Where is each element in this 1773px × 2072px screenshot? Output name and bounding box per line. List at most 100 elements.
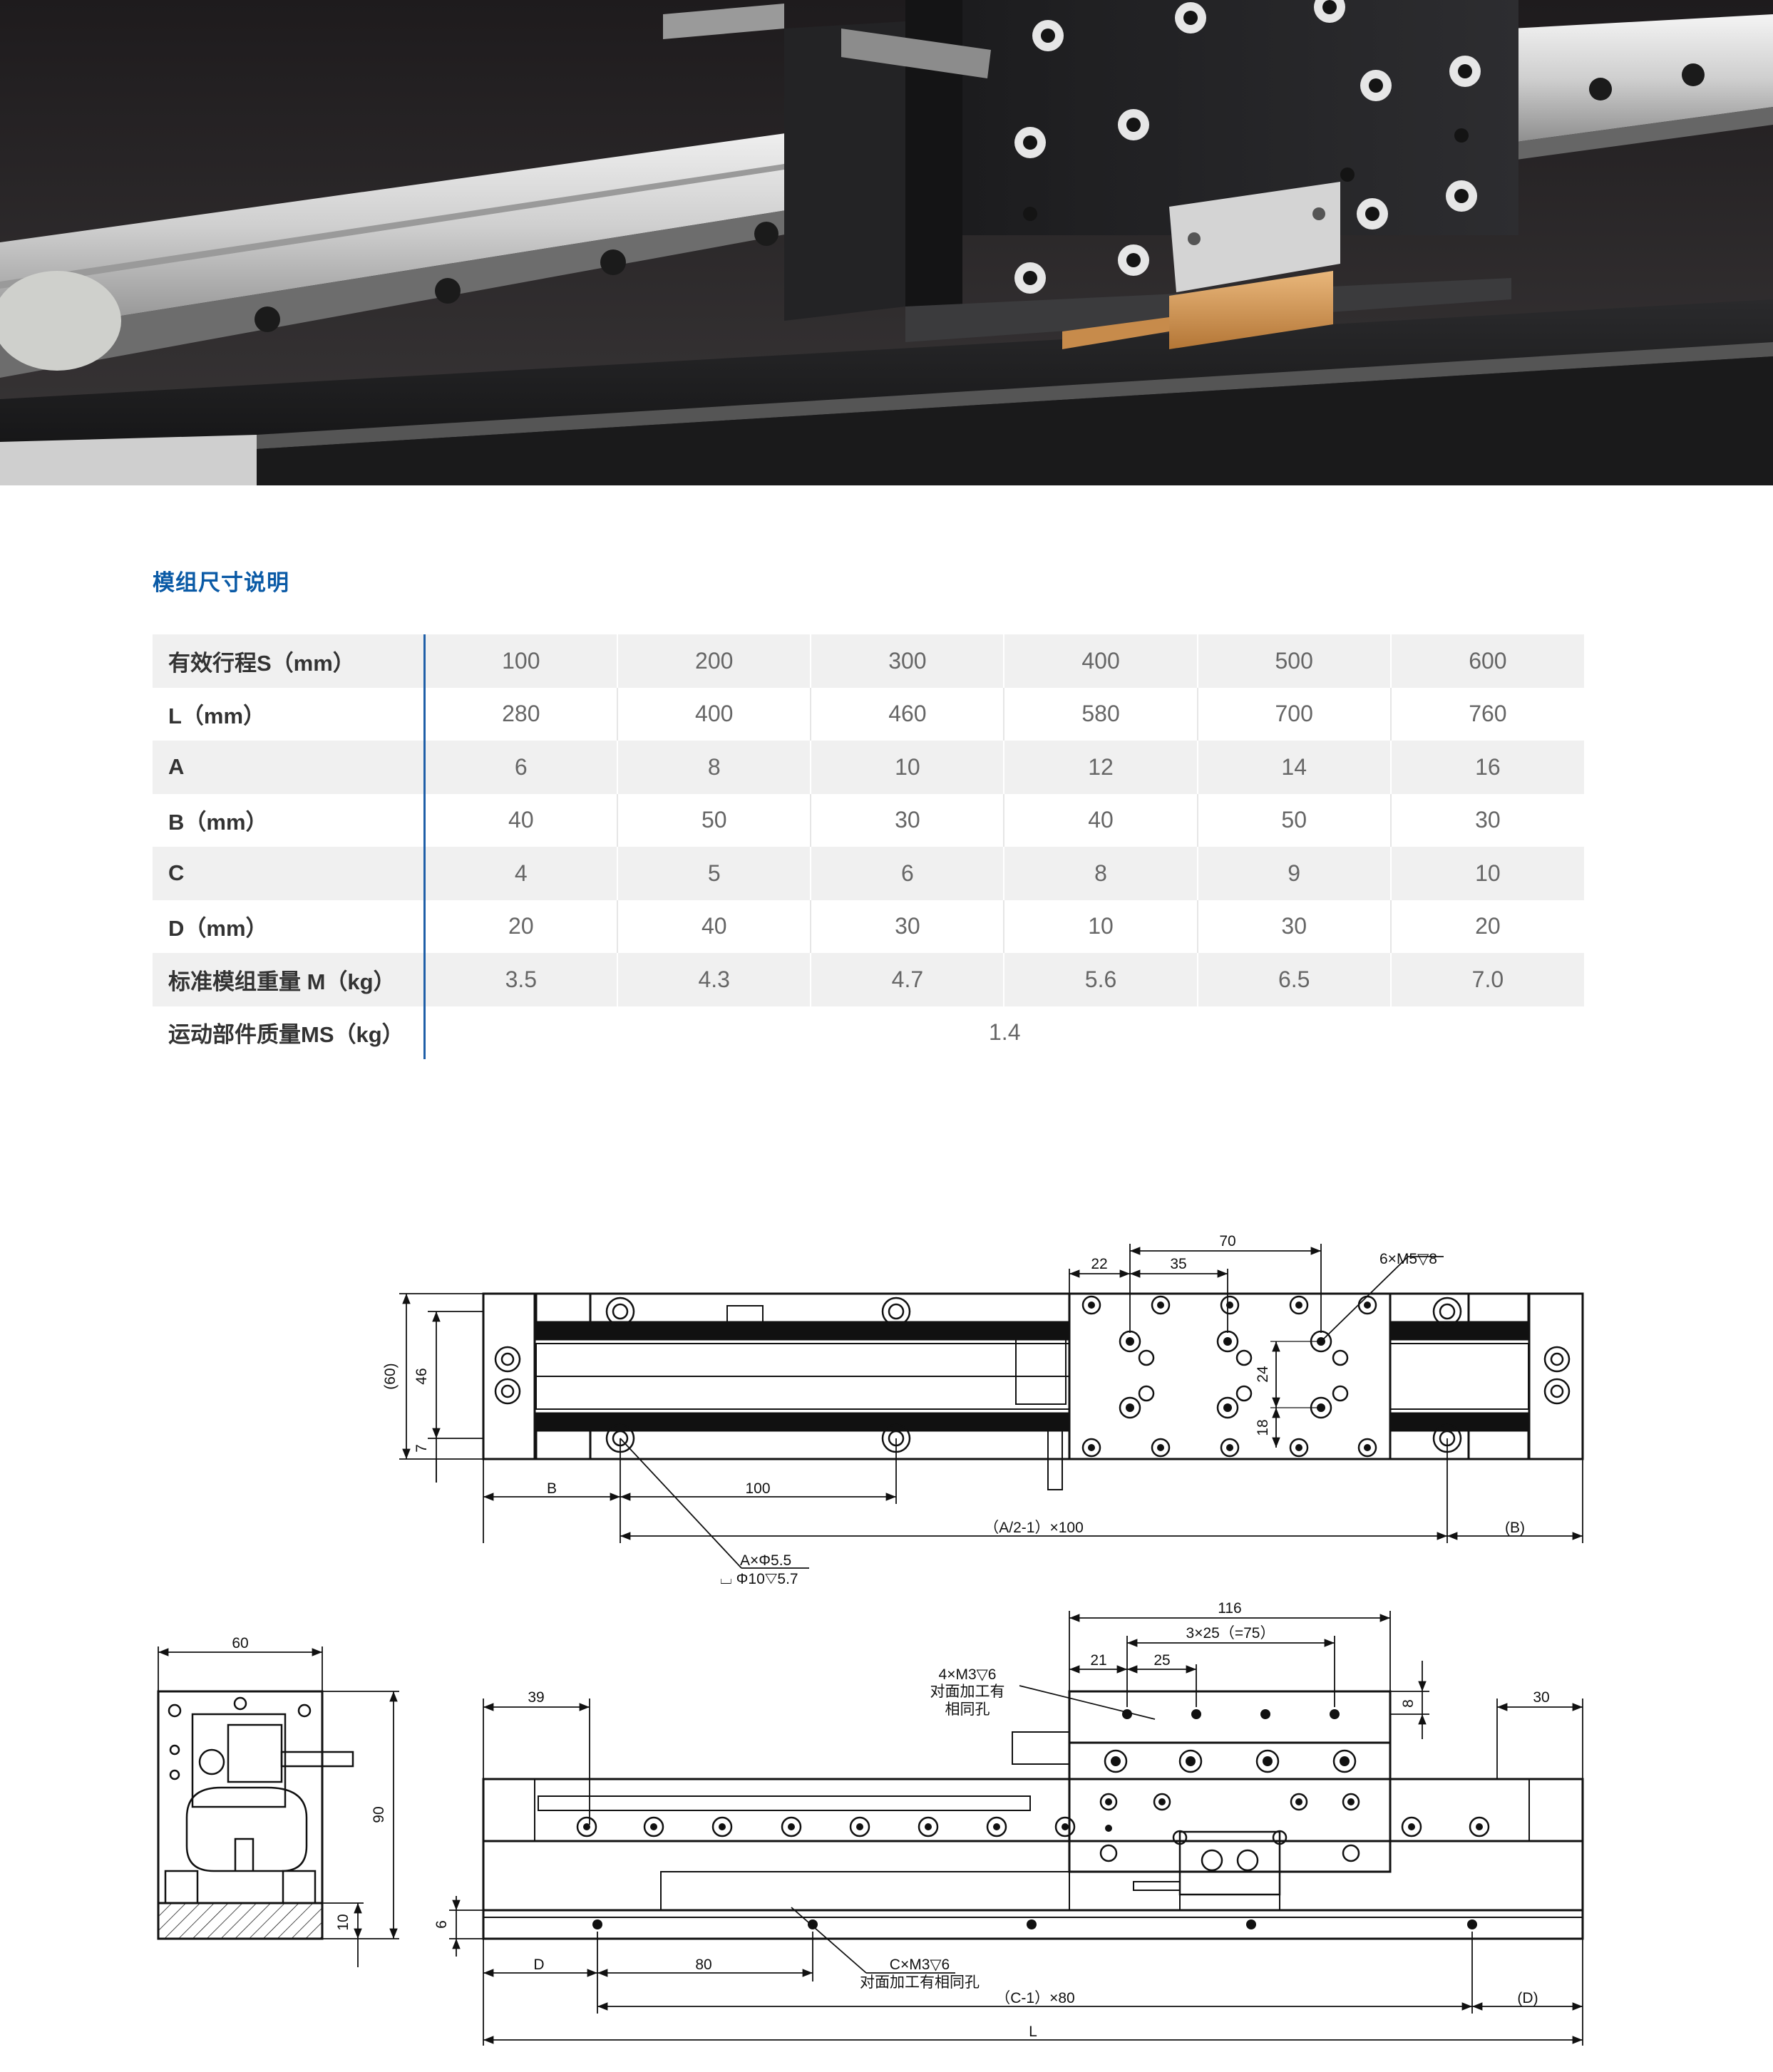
- row-header: B（mm）: [153, 793, 426, 847]
- dim-116: 116: [1218, 1600, 1241, 1617]
- row-header: A: [153, 741, 426, 794]
- table-cell: 40: [423, 793, 618, 847]
- dim-c1: （C-1）×80: [995, 1990, 1074, 2006]
- table-cell: 12: [1003, 741, 1198, 794]
- dim-6m5: 6×M5▽8: [1379, 1251, 1437, 1267]
- table-cell: 30: [810, 900, 1004, 953]
- table-row: D（mm） 20 40 30 10 30 20: [153, 900, 1584, 953]
- table-cell: 5: [617, 847, 811, 900]
- dim-35: 35: [1170, 1256, 1186, 1272]
- row-header: 标准模组重量 M（kg）: [153, 953, 426, 1006]
- dim-6: 6: [433, 1920, 450, 1929]
- dim-cm3: C×M3▽6: [890, 1957, 950, 1973]
- dim-60-paren: (60): [382, 1363, 399, 1389]
- table-cell: 300: [810, 634, 1004, 688]
- note-4m3-line2: 相同孔: [945, 1701, 990, 1718]
- dim-8: 8: [1400, 1699, 1417, 1708]
- table-cell: 50: [1196, 793, 1391, 847]
- table-cell: 200: [617, 634, 811, 688]
- dim-d-paren: (D): [1517, 1990, 1538, 2006]
- table-cell: 30: [1196, 900, 1391, 953]
- side-view-labels: 116 3×25（=75） 21 25 4×M3▽6 对面加工有 相同孔 8 3…: [433, 1600, 1550, 2040]
- table-row: L（mm） 280 400 460 580 700 760: [153, 687, 1584, 741]
- table-cell: 100: [423, 634, 618, 688]
- table-cell: 8: [1003, 847, 1198, 900]
- table-cell: 10: [1003, 900, 1198, 953]
- dim-22: 22: [1091, 1256, 1107, 1272]
- table-cell: 6: [810, 847, 1004, 900]
- dim-30: 30: [1533, 1689, 1549, 1706]
- dim-90: 90: [371, 1806, 387, 1823]
- table-cell-span: 1.4: [989, 1019, 1021, 1046]
- table-cell: 280: [423, 687, 618, 741]
- note-cm3: 对面加工有相同孔: [860, 1974, 980, 1991]
- table-cell: 20: [423, 900, 618, 953]
- table-cell: 4: [423, 847, 618, 900]
- dim-7: 7: [413, 1444, 430, 1453]
- spec-table: 有效行程S（mm） 100 200 300 400 500 600 L（mm） …: [153, 634, 1584, 1059]
- dim-39: 39: [528, 1689, 544, 1706]
- dim-24: 24: [1255, 1366, 1271, 1383]
- dim-3x25: 3×25（=75）: [1186, 1625, 1275, 1641]
- dim-10: 10: [335, 1914, 351, 1930]
- dim-4m3: 4×M3▽6: [939, 1666, 997, 1683]
- table-cell: 500: [1196, 634, 1391, 688]
- table-cell: 16: [1389, 741, 1584, 794]
- dim-18: 18: [1255, 1419, 1271, 1436]
- table-cell: 7.0: [1389, 953, 1584, 1006]
- row-header: 有效行程S（mm）: [153, 634, 426, 688]
- table-cell: 10: [810, 741, 1004, 794]
- section-title: 模组尺寸说明: [153, 570, 289, 595]
- table-cell: 40: [617, 900, 811, 953]
- top-view-labels: 70 22 35 6×M5▽8 (60) 46 7 24 18 B 100 （A…: [382, 1233, 1525, 1587]
- row-header: L（mm）: [153, 687, 426, 741]
- row-header: 运动部件质量MS（kg）: [153, 1006, 426, 1059]
- linear-module-render: [0, 0, 1773, 485]
- dim-l: L: [1029, 2024, 1037, 2040]
- product-photo: [0, 0, 1773, 485]
- table-row: A 6 8 10 12 14 16: [153, 741, 1584, 794]
- dim-100: 100: [745, 1480, 770, 1497]
- row-header: D（mm）: [153, 900, 426, 953]
- table-row: B（mm） 40 50 30 40 50 30: [153, 793, 1584, 847]
- table-cell: 4.7: [810, 953, 1004, 1006]
- table-cell: 50: [617, 793, 811, 847]
- dim-b: B: [547, 1480, 557, 1497]
- table-cell: 6.5: [1196, 953, 1391, 1006]
- dim-21: 21: [1090, 1652, 1106, 1669]
- table-row: 有效行程S（mm） 100 200 300 400 500 600: [153, 634, 1584, 688]
- note-4m3-line1: 对面加工有: [930, 1684, 1005, 1700]
- dim-d: D: [533, 1957, 544, 1973]
- dim-46: 46: [413, 1368, 430, 1384]
- table-cell: 400: [1003, 634, 1198, 688]
- table-cell: 400: [617, 687, 811, 741]
- dim-80: 80: [695, 1957, 711, 1973]
- table-cell: 700: [1196, 687, 1391, 741]
- dim-60: 60: [232, 1635, 248, 1651]
- table-cell: 40: [1003, 793, 1198, 847]
- table-cell: 4.3: [617, 953, 811, 1006]
- table-row: 运动部件质量MS（kg） 1.4: [153, 1006, 1584, 1059]
- table-cell: 30: [810, 793, 1004, 847]
- table-cell: 8: [617, 741, 811, 794]
- table-cell: 3.5: [423, 953, 618, 1006]
- table-cell: 10: [1389, 847, 1584, 900]
- table-cell: 9: [1196, 847, 1391, 900]
- table-cell: 6: [423, 741, 618, 794]
- table-cell: 460: [810, 687, 1004, 741]
- dim-25: 25: [1153, 1652, 1170, 1669]
- end-view: [157, 1646, 399, 1967]
- table-cell: 5.6: [1003, 953, 1198, 1006]
- dim-70: 70: [1219, 1233, 1235, 1249]
- table-cell: 760: [1389, 687, 1584, 741]
- technical-drawing: 70 22 35 6×M5▽8 (60) 46 7 24 18 B 100 （A…: [157, 1233, 1584, 2046]
- table-row: C 4 5 6 8 9 10: [153, 847, 1584, 900]
- table-cell: 30: [1389, 793, 1584, 847]
- table-cell: 20: [1389, 900, 1584, 953]
- hole-note-1: A×Φ5.5: [740, 1552, 791, 1569]
- dim-a2: （A/2-1）×100: [984, 1520, 1084, 1536]
- row-header: C: [153, 847, 426, 900]
- end-view-labels: 60 90 10: [232, 1635, 387, 1931]
- table-cell: 600: [1389, 634, 1584, 688]
- hole-note-2: ⌴ Φ10▽5.7: [720, 1571, 798, 1587]
